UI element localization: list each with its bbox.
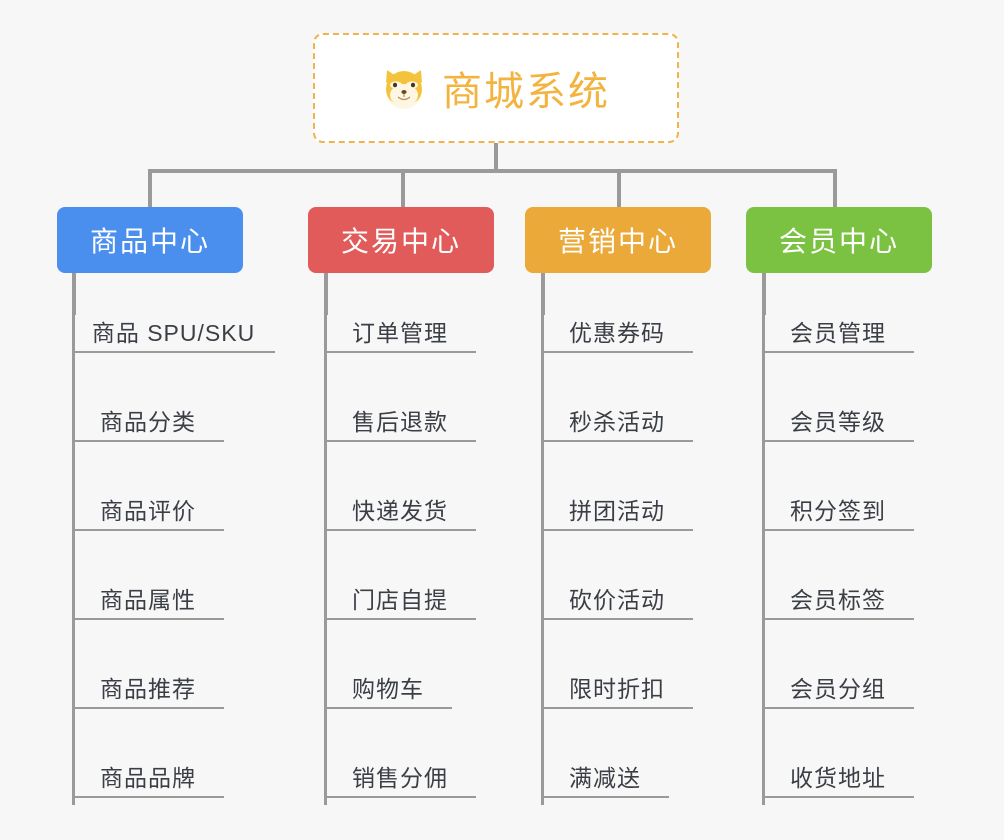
leaf-item[interactable]: 订单管理 [324,305,476,353]
leaf-label: 限时折扣 [569,676,665,702]
branch-trunk [762,305,765,805]
category-label: 营销中心 [557,226,678,257]
category-header-1[interactable]: 交易中心 [308,207,494,273]
category-header-3[interactable]: 会员中心 [746,207,932,273]
branch-trunk [541,305,544,805]
leaf-item[interactable]: 会员分组 [762,661,914,709]
leaf-label: 销售分佣 [352,765,448,791]
shiba-dog-face-icon [382,65,428,111]
leaf-label: 会员分组 [790,676,886,702]
leaf-label: 订单管理 [352,320,448,346]
connector-horizontal-bus [148,169,836,173]
leaf-label: 商品 SPU/SKU [91,320,256,346]
category-label: 交易中心 [340,226,461,257]
leaf-label: 商品属性 [100,587,196,613]
leaf-item[interactable]: 会员管理 [762,305,914,353]
leaf-label: 售后退款 [352,409,448,435]
leaf-label: 收货地址 [790,765,886,791]
leaf-item[interactable]: 秒杀活动 [541,394,693,442]
leaf-label: 商品分类 [100,409,196,435]
connector-header-to-branch-0 [72,273,76,315]
leaf-label: 会员管理 [790,320,886,346]
category-header-0[interactable]: 商品中心 [57,207,243,273]
connector-drop-2 [401,169,405,209]
leaf-label: 秒杀活动 [569,409,665,435]
leaf-item[interactable]: 满减送 [541,750,669,798]
connector-header-to-branch-3 [762,273,766,315]
leaf-label: 购物车 [352,676,424,702]
leaf-item[interactable]: 销售分佣 [324,750,476,798]
leaf-label: 砍价活动 [569,587,665,613]
leaf-label: 会员等级 [790,409,886,435]
branch-trunk [72,305,75,805]
connector-drop-1 [148,169,152,209]
leaf-item[interactable]: 快递发货 [324,483,476,531]
leaf-item[interactable]: 商品品牌 [72,750,224,798]
leaf-item[interactable]: 限时折扣 [541,661,693,709]
leaf-item[interactable]: 门店自提 [324,572,476,620]
leaf-item[interactable]: 会员等级 [762,394,914,442]
category-label: 会员中心 [778,226,899,257]
leaf-label: 优惠券码 [569,320,665,346]
leaf-item[interactable]: 商品属性 [72,572,224,620]
leaf-item[interactable]: 拼团活动 [541,483,693,531]
leaf-label: 会员标签 [790,587,886,613]
leaf-label: 商品品牌 [100,765,196,791]
connector-header-to-branch-2 [541,273,545,315]
leaf-label: 快递发货 [352,498,448,524]
category-header-2[interactable]: 营销中心 [525,207,711,273]
connector-drop-3 [617,169,621,209]
connector-root-stem [494,143,498,171]
connector-header-to-branch-1 [324,273,328,315]
leaf-item[interactable]: 积分签到 [762,483,914,531]
leaf-label: 商品评价 [100,498,196,524]
leaf-item[interactable]: 商品 SPU/SKU [72,305,275,353]
root-node[interactable]: 商城系统 [313,33,679,143]
leaf-label: 满减送 [569,765,641,791]
leaf-item[interactable]: 商品分类 [72,394,224,442]
leaf-item[interactable]: 购物车 [324,661,452,709]
leaf-item[interactable]: 优惠券码 [541,305,693,353]
leaf-item[interactable]: 会员标签 [762,572,914,620]
leaf-item[interactable]: 收货地址 [762,750,914,798]
leaf-label: 商品推荐 [100,676,196,702]
root-title: 商城系统 [442,70,610,114]
leaf-item[interactable]: 商品评价 [72,483,224,531]
leaf-label: 拼团活动 [569,498,665,524]
leaf-item[interactable]: 商品推荐 [72,661,224,709]
leaf-label: 门店自提 [352,587,448,613]
category-label: 商品中心 [89,226,210,257]
leaf-label: 积分签到 [790,498,886,524]
leaf-item[interactable]: 售后退款 [324,394,476,442]
branch-trunk [324,305,327,805]
leaf-item[interactable]: 砍价活动 [541,572,693,620]
connector-drop-4 [833,169,837,209]
